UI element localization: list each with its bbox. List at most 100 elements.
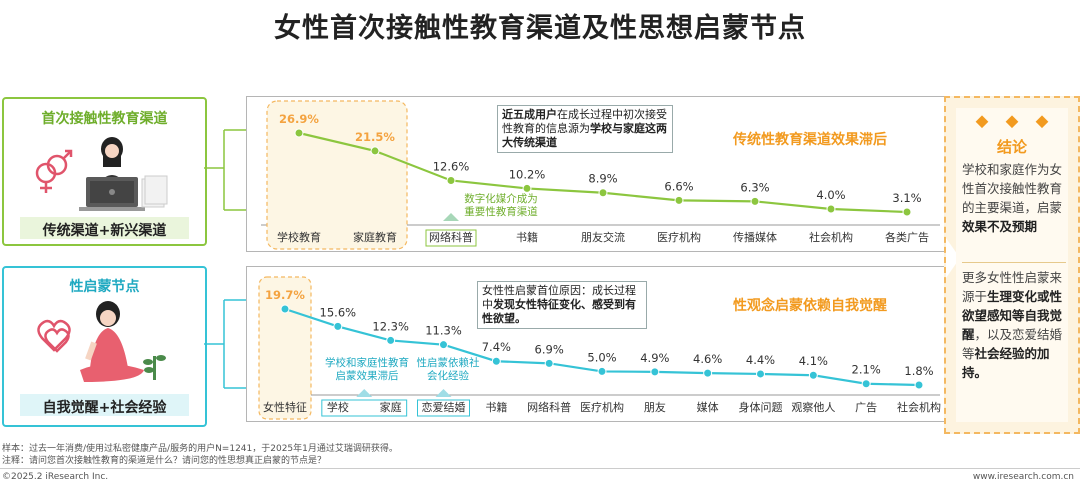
- data-point: [756, 369, 765, 379]
- paper-stack-icon: [141, 175, 168, 208]
- enlightenment-line-chart: 19.7%女性特征15.6%学校12.3%家庭11.3%恋爱结婚7.4%书籍6.…: [258, 276, 941, 420]
- data-label: 1.8%: [904, 364, 933, 378]
- conclusion-box: 结论 学校和家庭作为女性首次接触性教育的主要渠道，启蒙效果不及预期 更多女性性启…: [944, 96, 1080, 434]
- bracket-connector-bottom: [204, 299, 248, 389]
- data-point: [861, 379, 871, 389]
- data-point: [826, 204, 836, 214]
- data-point: [370, 146, 380, 156]
- diamond-icons: [975, 115, 1049, 129]
- category-label: 家庭: [380, 400, 402, 414]
- data-point: [294, 128, 304, 138]
- data-label: 10.2%: [509, 167, 546, 181]
- plant-icon: [143, 355, 166, 380]
- highlight-region: [266, 100, 408, 250]
- data-point: [333, 321, 343, 331]
- channel-heading: 首次接触性教育渠道: [41, 111, 168, 127]
- conclusion-title: 结论: [996, 138, 1027, 156]
- data-point: [446, 175, 456, 185]
- page-title: 女性首次接触性教育渠道及性思想启蒙节点: [274, 13, 806, 44]
- data-label: 6.6%: [664, 179, 693, 193]
- conclusion-arrow: [946, 238, 960, 278]
- data-label: 5.0%: [587, 350, 616, 364]
- data-label: 11.3%: [425, 324, 462, 338]
- enlightenment-banner: 性观念启蒙依赖自我觉醒: [733, 298, 887, 314]
- category-label: 女性特征: [263, 400, 307, 414]
- callout-bold-2: 发现女性特征变化、感受到有性欲望。: [482, 298, 636, 325]
- site-url: www.iresearch.com.cn: [972, 472, 1074, 482]
- digital-media-annotation: 数字化媒介成为重要性教育渠道: [464, 193, 538, 218]
- data-label: 12.3%: [372, 319, 409, 333]
- data-point: [750, 196, 760, 206]
- enlightenment-heading: 性启蒙节点: [69, 279, 140, 295]
- data-point: [491, 356, 501, 366]
- category-label: 广告: [855, 401, 877, 414]
- woman-icon: [79, 137, 145, 211]
- data-point: [597, 366, 607, 376]
- conclusion-text-2a: 更多女性性启蒙来源于: [962, 270, 1063, 304]
- up-arrow-icon: [443, 213, 459, 221]
- data-point: [703, 368, 713, 378]
- data-point: [544, 358, 554, 368]
- conclusion-text-2b: 生理变化或性欲望感知等自我觉醒: [962, 289, 1063, 342]
- data-label: 4.0%: [816, 188, 845, 202]
- woman-icon: [80, 301, 144, 382]
- data-label: 15.6%: [320, 305, 357, 319]
- woman-sitting-illustration: [37, 301, 166, 382]
- channel-footer: 传统渠道+新兴渠道: [42, 223, 167, 239]
- sample-note: 样本：过去一年消费/使用过私密健康产品/服务的用户N=1241，于2025年1月…: [2, 444, 398, 454]
- callout-text-1: 在成长过程中初次接受性教育的信息源为: [502, 108, 667, 135]
- channel-callout: 近五成用户在成长过程中初次接受性教育的信息源为学校与家庭这两大传统渠道: [497, 105, 673, 153]
- category-label: 网络科普: [527, 400, 571, 414]
- data-point: [914, 380, 924, 390]
- gender-symbol-icon: [35, 149, 73, 193]
- category-label: 家庭教育: [353, 230, 397, 244]
- data-label: 8.9%: [588, 172, 617, 186]
- channel-banner: 传统性教育渠道效果滞后: [733, 132, 887, 148]
- data-point: [439, 340, 448, 350]
- data-label: 19.7%: [265, 288, 305, 302]
- label-highlight-box: [321, 399, 408, 417]
- category-label: 媒体: [697, 400, 719, 414]
- category-label: 学校: [327, 400, 349, 414]
- enlightenment-summary-box: 性启蒙节点 自我觉醒+社会经验: [2, 266, 207, 427]
- label-highlight-box: [425, 229, 477, 247]
- woman-laptop-illustration: [35, 137, 168, 211]
- category-label: 医疗机构: [580, 400, 624, 414]
- data-point: [280, 304, 290, 314]
- up-arrow-icon: [356, 389, 373, 397]
- category-label: 书籍: [516, 230, 538, 244]
- category-label: 观察他人: [791, 400, 835, 414]
- category-label: 社会机构: [897, 400, 941, 414]
- category-label: 书籍: [485, 400, 507, 414]
- data-label: 7.4%: [482, 340, 511, 354]
- enlightenment-callout: 女性性启蒙首位原因：成长过程中发现女性特征变化、感受到有性欲望。: [477, 281, 647, 329]
- category-label: 恋爱结婚: [422, 400, 466, 414]
- conclusion-text-2d: 社会经验的加持。: [962, 346, 1050, 380]
- data-point: [650, 367, 660, 377]
- conclusion-paragraph-1: 学校和家庭作为女性首次接触性教育的主要渠道，启蒙效果不及预期: [962, 160, 1066, 236]
- data-label: 2.1%: [852, 363, 881, 377]
- category-label: 身体问题: [739, 400, 783, 414]
- data-point: [902, 207, 912, 217]
- conclusion-text-2c: ，以及恋爱结婚等: [962, 327, 1063, 361]
- data-point: [808, 370, 818, 380]
- data-label: 4.6%: [693, 352, 722, 366]
- social-experience-annotation: 性启蒙依赖社会化经验: [416, 357, 480, 382]
- bracket-connector-top: [204, 129, 248, 211]
- category-label: 各类广告: [885, 230, 929, 244]
- data-label: 21.5%: [355, 130, 395, 144]
- channel-summary-box: 首次接触性教育渠道 传统渠道+新兴渠道: [2, 97, 207, 246]
- data-label: 4.4%: [746, 353, 775, 367]
- school-family-annotation: 学校和家庭性教育启蒙效果滞后: [325, 357, 409, 382]
- callout-bold-1: 近五成用户: [502, 108, 557, 121]
- data-label: 26.9%: [279, 112, 319, 126]
- conclusion-text-1a: 学校和家庭作为女性首次接触性教育的主要渠道，启蒙: [962, 162, 1063, 215]
- data-point: [674, 195, 684, 205]
- category-label: 社会机构: [809, 230, 853, 244]
- category-label: 医疗机构: [657, 230, 701, 244]
- category-label: 朋友交流: [581, 230, 625, 244]
- category-label: 传播媒体: [733, 230, 777, 244]
- up-arrow-icon: [435, 389, 452, 397]
